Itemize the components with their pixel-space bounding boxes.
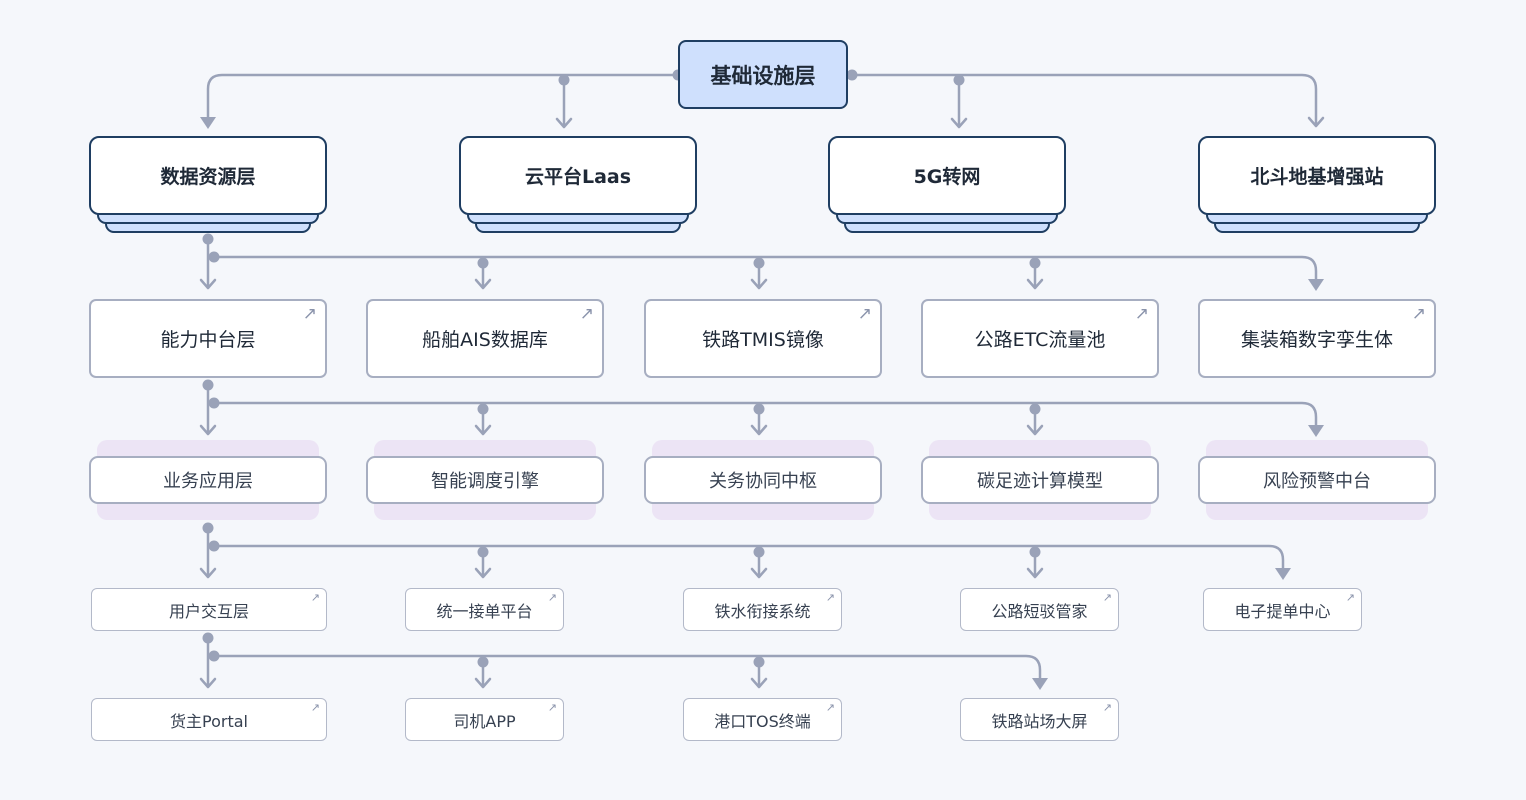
layer-node-4[interactable]: 北斗地基增强站 [1198, 136, 1436, 215]
capability-node-1[interactable]: 能力中台层 ↗ [89, 299, 327, 378]
application-node-1[interactable]: 业务应用层 [89, 456, 327, 504]
connector-l2-l3-bus [212, 401, 1318, 428]
external-link-arrow-icon[interactable]: ↗ [310, 591, 320, 604]
application-node-4[interactable]: 碳足迹计算模型 [921, 456, 1159, 504]
client-node-3[interactable]: 港口TOS终端 ↗ [683, 698, 842, 741]
capability-node-4[interactable]: 公路ETC流量池 ↗ [921, 299, 1159, 378]
external-link-arrow-icon[interactable]: ↗ [825, 701, 835, 714]
arrow-chevron [199, 424, 217, 436]
client-node-1-label: 货主Portal [170, 711, 248, 731]
external-link-arrow-icon[interactable]: ↗ [547, 701, 557, 714]
arrow-chevron [1307, 116, 1325, 128]
application-node-3-label: 关务协同中枢 [709, 471, 817, 492]
arrow-chevron [474, 677, 492, 689]
external-link-arrow-icon[interactable]: ↗ [1134, 304, 1149, 324]
capability-node-2-label: 船舶AIS数据库 [422, 329, 548, 351]
arrow-chevron [199, 278, 217, 290]
client-node-1[interactable]: 货主Portal ↗ [91, 698, 327, 741]
arrow-chevron [750, 278, 768, 290]
capability-node-3[interactable]: 铁路TMIS镜像 ↗ [644, 299, 882, 378]
arrow-head [200, 117, 216, 129]
external-link-arrow-icon[interactable]: ↗ [1411, 304, 1426, 324]
application-node-1-label: 业务应用层 [163, 471, 253, 492]
external-link-arrow-icon[interactable]: ↗ [1102, 591, 1112, 604]
application-node-5-label: 风险预警中台 [1263, 471, 1371, 492]
client-node-3-label: 港口TOS终端 [714, 711, 811, 731]
arrow-chevron [1026, 278, 1044, 290]
connector-l1-l2-bus [212, 255, 1318, 282]
arrow-chevron [474, 567, 492, 579]
layer-node-2[interactable]: 云平台Laas [459, 136, 697, 215]
arrow-chevron [474, 278, 492, 290]
arrow-chevron [750, 567, 768, 579]
external-link-arrow-icon[interactable]: ↗ [310, 701, 320, 714]
connector-root-right [850, 73, 1318, 127]
arrow-chevron [555, 117, 573, 129]
layer-node-1[interactable]: 数据资源层 [89, 136, 327, 215]
interaction-node-5[interactable]: 电子提单中心 ↗ [1203, 588, 1362, 631]
arrow-head [1275, 568, 1291, 580]
arrow-chevron [1026, 424, 1044, 436]
arrow-chevron [750, 677, 768, 689]
connector-dot [558, 74, 570, 86]
external-link-arrow-icon[interactable]: ↗ [579, 304, 594, 324]
connector-l3-l4-bus [212, 544, 1285, 571]
arrow-chevron [474, 424, 492, 436]
application-node-5[interactable]: 风险预警中台 [1198, 456, 1436, 504]
layer-node-3[interactable]: 5G转网 [828, 136, 1066, 215]
connector-dot [846, 69, 858, 81]
capability-node-1-label: 能力中台层 [160, 329, 256, 351]
interaction-node-2[interactable]: 统一接单平台 ↗ [405, 588, 564, 631]
capability-node-3-label: 铁路TMIS镜像 [702, 329, 824, 351]
client-node-4[interactable]: 铁路站场大屏 ↗ [960, 698, 1119, 741]
interaction-node-1[interactable]: 用户交互层 ↗ [91, 588, 327, 631]
external-link-arrow-icon[interactable]: ↗ [547, 591, 557, 604]
interaction-node-2-label: 统一接单平台 [436, 601, 533, 621]
client-node-2[interactable]: 司机APP ↗ [405, 698, 564, 741]
external-link-arrow-icon[interactable]: ↗ [302, 304, 317, 324]
layer-node-4-label: 北斗地基增强站 [1250, 166, 1384, 188]
connector-root-left [206, 73, 680, 126]
connector-dot [953, 74, 965, 86]
capability-node-5[interactable]: 集装箱数字孪生体 ↗ [1198, 299, 1436, 378]
interaction-node-3-label: 铁水衔接系统 [714, 601, 811, 621]
arrow-head [1032, 678, 1048, 690]
root-node-infrastructure-label: 基础设施层 [710, 63, 816, 88]
application-node-4-label: 碳足迹计算模型 [977, 471, 1103, 492]
interaction-node-1-label: 用户交互层 [168, 601, 249, 621]
capability-node-4-label: 公路ETC流量池 [974, 329, 1106, 351]
arrow-chevron [1026, 567, 1044, 579]
application-node-2[interactable]: 智能调度引擎 [366, 456, 604, 504]
interaction-node-5-label: 电子提单中心 [1234, 601, 1331, 621]
external-link-arrow-icon[interactable]: ↗ [825, 591, 835, 604]
arrow-head [1308, 279, 1324, 291]
arrow-chevron [750, 424, 768, 436]
arrow-chevron [950, 117, 968, 129]
arrow-head [1308, 425, 1324, 437]
capability-node-2[interactable]: 船舶AIS数据库 ↗ [366, 299, 604, 378]
application-node-2-label: 智能调度引擎 [431, 471, 539, 492]
layer-node-2-label: 云平台Laas [524, 166, 632, 188]
arrow-chevron [199, 677, 217, 689]
layer-node-3-label: 5G转网 [913, 166, 981, 188]
external-link-arrow-icon[interactable]: ↗ [1345, 591, 1355, 604]
arrow-chevron [199, 567, 217, 579]
external-link-arrow-icon[interactable]: ↗ [857, 304, 872, 324]
capability-node-5-label: 集装箱数字孪生体 [1240, 329, 1393, 351]
client-node-2-label: 司机APP [453, 711, 516, 731]
root-node-infrastructure[interactable]: 基础设施层 [678, 40, 848, 109]
interaction-node-4[interactable]: 公路短驳管家 ↗ [960, 588, 1119, 631]
client-node-4-label: 铁路站场大屏 [991, 711, 1088, 731]
layer-node-1-label: 数据资源层 [160, 166, 256, 188]
connector-l4-l5-bus [212, 654, 1042, 681]
application-node-3[interactable]: 关务协同中枢 [644, 456, 882, 504]
external-link-arrow-icon[interactable]: ↗ [1102, 701, 1112, 714]
interaction-node-4-label: 公路短驳管家 [991, 601, 1088, 621]
interaction-node-3[interactable]: 铁水衔接系统 ↗ [683, 588, 842, 631]
